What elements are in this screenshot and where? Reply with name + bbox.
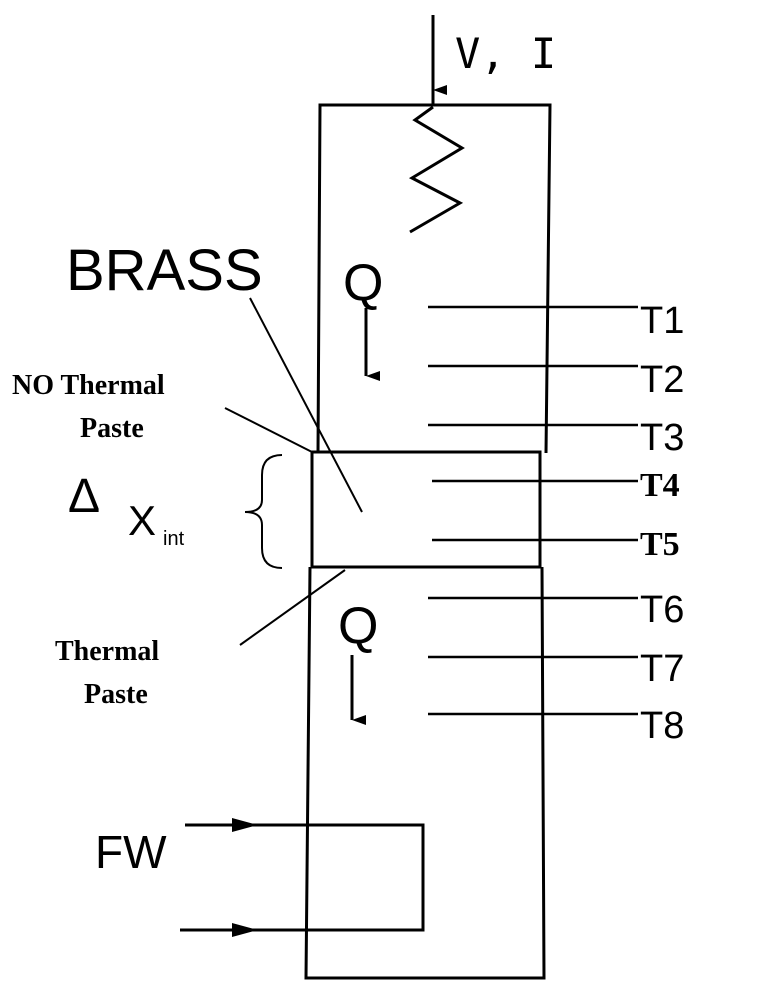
delta-x-brace — [244, 454, 283, 569]
tc-label: T7 — [640, 648, 684, 690]
upper-block — [316, 103, 552, 454]
tc-label: T1 — [640, 300, 684, 342]
tc-label: T8 — [640, 705, 684, 747]
thermocouple-labels: T1 T2 T3 T4 T5 T6 T7 T8 — [640, 300, 684, 747]
cooling-loop — [258, 823, 425, 932]
tc-label: T4 — [640, 467, 680, 504]
tc-label: T5 — [640, 526, 680, 563]
int-subscript: int — [163, 528, 185, 550]
paste-label-line1: Thermal — [55, 636, 159, 667]
brass-label: BRASS — [66, 238, 263, 303]
heat-label-bottom: Q — [338, 597, 378, 655]
delta-symbol: Δ — [68, 470, 100, 523]
thermocouple-lines — [428, 305, 638, 716]
tc-label: T3 — [640, 417, 684, 459]
power-label: V, I — [455, 29, 556, 78]
heat-label-top: Q — [343, 254, 383, 312]
fw-label: FW — [95, 826, 167, 878]
paste-label-line2: Paste — [84, 679, 148, 710]
no-paste-label-line1: NO Thermal — [12, 370, 165, 401]
tc-label: T6 — [640, 589, 684, 631]
brass-specimen — [310, 450, 542, 569]
paste-leader — [239, 569, 346, 646]
lower-block — [304, 566, 546, 980]
x-symbol: X — [128, 497, 156, 544]
heater-resistor-icon — [408, 105, 465, 234]
no-paste-label-line2: Paste — [80, 413, 144, 444]
tc-label: T2 — [640, 359, 684, 401]
no-paste-leader — [224, 407, 313, 453]
brass-leader — [249, 297, 363, 513]
